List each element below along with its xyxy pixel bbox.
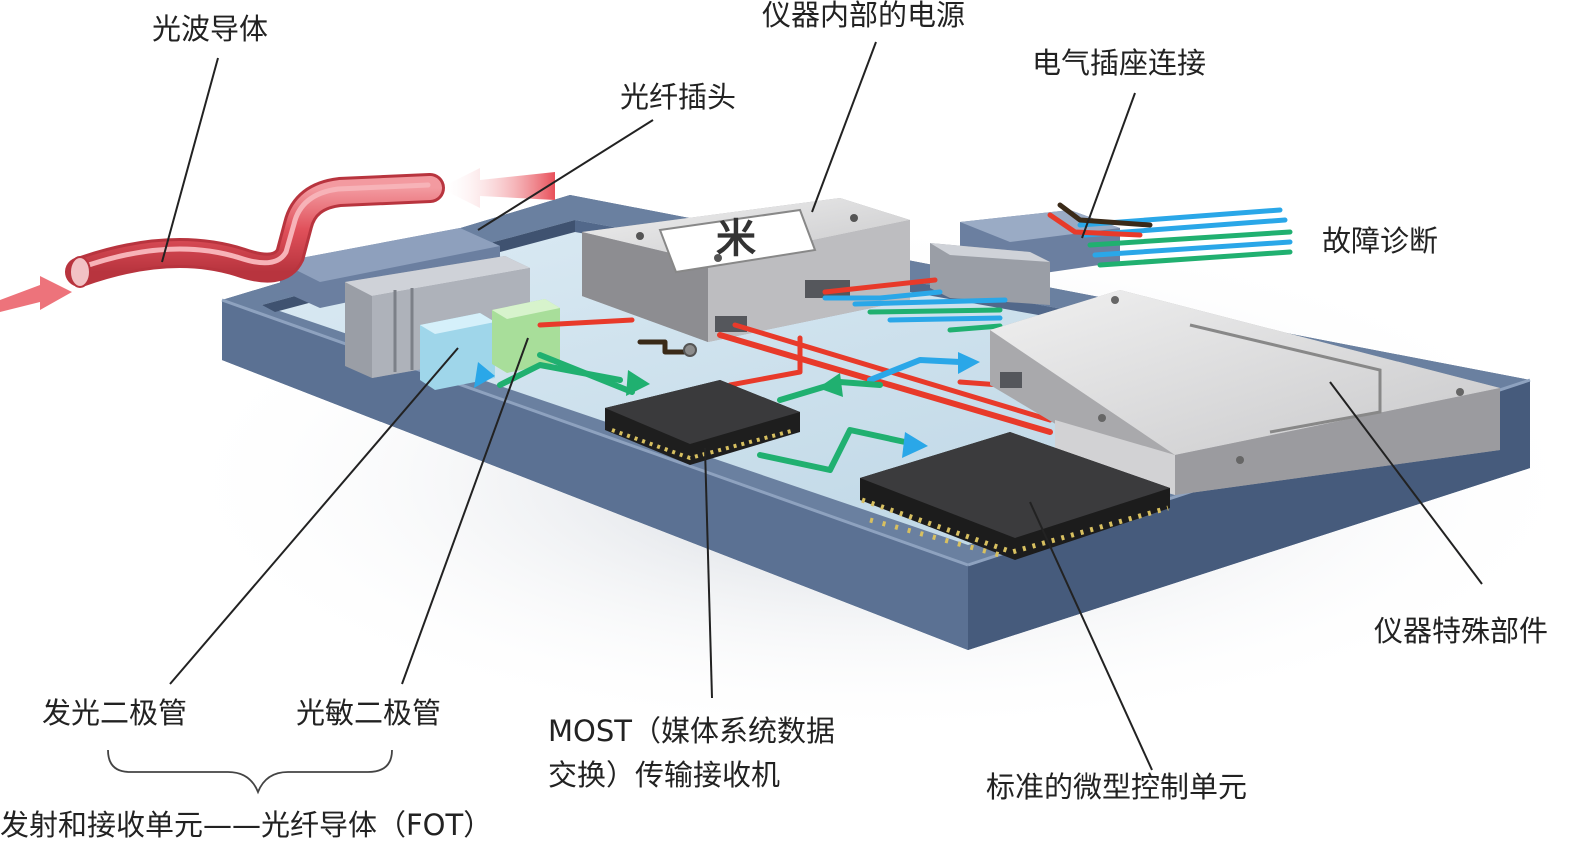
label-mcu: 标准的微型控制单元 bbox=[986, 770, 1248, 804]
label-fot: 发射和接收单元——光纤导体（FOT） bbox=[0, 808, 493, 842]
power-supply-box bbox=[582, 198, 910, 342]
microcontroller-chip bbox=[860, 432, 1170, 560]
label-special-parts: 仪器特殊部件 bbox=[1374, 614, 1549, 648]
label-fiber-plug: 光纤插头 bbox=[620, 80, 737, 114]
label-waveguide: 光波导体 bbox=[152, 12, 269, 46]
label-socket: 电气插座连接 bbox=[1032, 46, 1207, 80]
power-supply-glyph: 米 bbox=[716, 216, 756, 262]
label-power-supply: 仪器内部的电源 bbox=[762, 0, 966, 32]
label-diagnosis: 故障诊断 bbox=[1322, 224, 1439, 258]
label-photodiode: 光敏二极管 bbox=[296, 696, 442, 730]
socket-block bbox=[930, 243, 1050, 305]
small-component bbox=[683, 343, 697, 357]
leader-lines bbox=[161, 41, 1483, 771]
light-in-arrow bbox=[440, 168, 555, 208]
fiber-cable bbox=[65, 173, 445, 288]
label-most-line1: MOST（媒体系统数据 bbox=[548, 714, 835, 748]
wiring bbox=[497, 202, 1293, 473]
most-transceiver-chip bbox=[605, 380, 800, 465]
mcu-plate bbox=[1055, 420, 1175, 495]
fiber-plug-housing bbox=[280, 228, 500, 308]
fot-brace bbox=[107, 749, 393, 795]
label-most-line2: 交换）传输接收机 bbox=[548, 758, 781, 792]
light-out-arrow bbox=[0, 276, 72, 312]
label-led: 发光二极管 bbox=[42, 696, 188, 730]
